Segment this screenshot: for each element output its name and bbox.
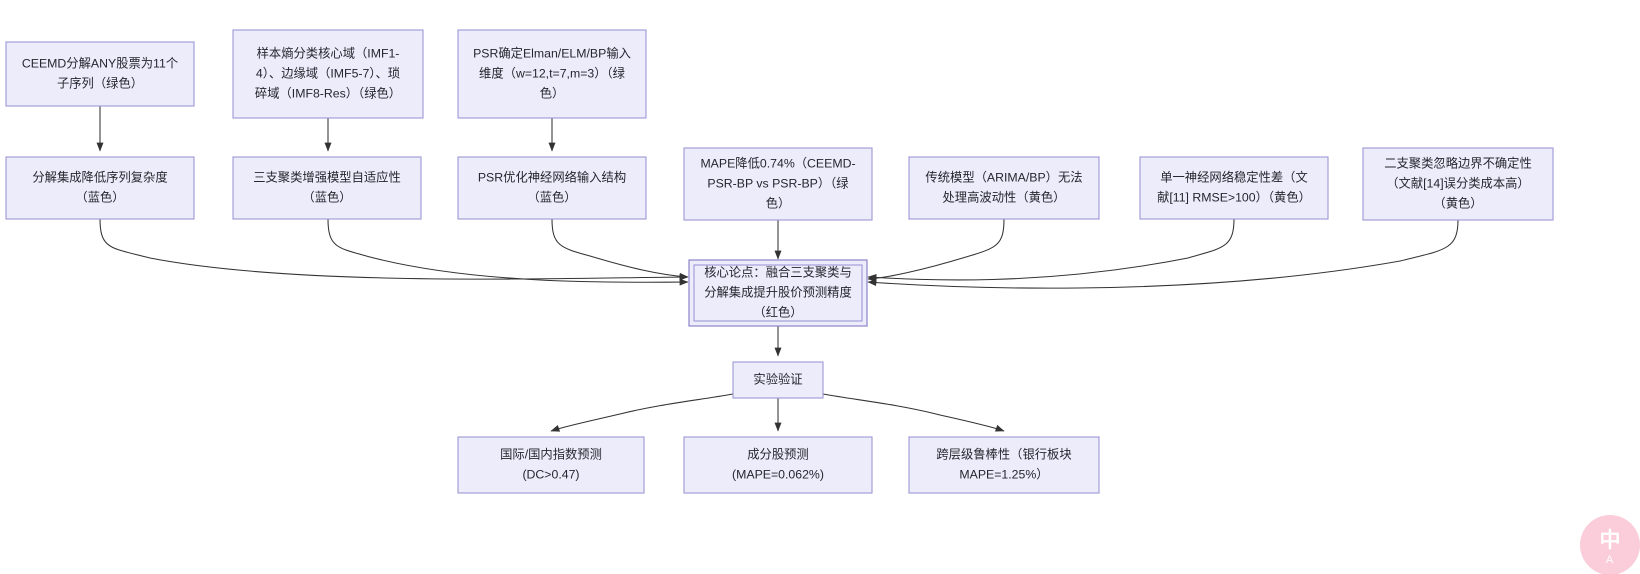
node-three-way-clustering-adaptive-box bbox=[232, 156, 422, 220]
node-sample-entropy-label-line-3: 碎域（IMF8-Res）（绿色） bbox=[255, 85, 401, 100]
node-traditional-model-limitation-box bbox=[908, 156, 1100, 220]
edge-n10-to-n11 bbox=[867, 219, 1459, 289]
node-decomp-reduce-complexity-box bbox=[5, 156, 195, 220]
node-constituent-stock-forecast-label-line-2: (MAPE=0.062%) bbox=[732, 467, 824, 481]
node-psr-optimize-structure-box bbox=[457, 156, 647, 220]
node-index-forecast-label-line-2: (DC>0.47) bbox=[522, 467, 579, 481]
watermark-subtext: A bbox=[1606, 554, 1614, 566]
node-experimental-validation-label-line-1: 实验验证 bbox=[753, 371, 802, 386]
node-mape-reduction-label-line-2: PSR-BP vs PSR-BP）（绿 bbox=[707, 175, 848, 190]
node-core-thesis-label-line-1: 核心论点：融合三支聚类与 bbox=[704, 264, 852, 279]
node-two-way-clustering-boundary-label-line-1: 二支聚类忽略边界不确定性 bbox=[1384, 155, 1532, 170]
node-core-thesis-label-line-3: （红色） bbox=[753, 304, 802, 319]
edge-n8-to-n11 bbox=[867, 218, 1005, 282]
node-two-way-clustering-boundary-label-line-2: （文献[14]误分类成本高） bbox=[1386, 175, 1529, 190]
edge-n9-to-n11 bbox=[867, 218, 1235, 281]
node-decomp-reduce-complexity[interactable]: 分解集成降低序列复杂度 （蓝色） bbox=[5, 156, 195, 220]
node-sample-entropy[interactable]: 样本熵分类核心域（IMF1- 4）、边缘域（IMF5-7）、琐碎域（IMF8-Re… bbox=[232, 29, 424, 119]
node-two-way-clustering-boundary[interactable]: 二支聚类忽略边界不确定性 （文献[14]误分类成本高） （黄色） bbox=[1362, 147, 1554, 221]
node-psr-input-dim-label-line-3: 色） bbox=[540, 86, 565, 100]
node-mape-reduction[interactable]: MAPE降低0.74%（CEEMD- PSR-BP vs PSR-BP）（绿色） bbox=[683, 147, 873, 221]
node-decomp-reduce-complexity-label-line-1: 分解集成降低序列复杂度 bbox=[32, 169, 167, 184]
node-index-forecast[interactable]: 国际/国内指数预测 (DC>0.47) bbox=[457, 436, 645, 494]
node-cross-level-robustness[interactable]: 跨层级鲁棒性（银行板块 MAPE=1.25%） bbox=[908, 436, 1100, 494]
node-decomp-reduce-complexity-label-line-2: （蓝色） bbox=[75, 190, 124, 204]
node-psr-optimize-structure-label-line-2: （蓝色） bbox=[527, 190, 576, 204]
node-psr-input-dim-label-line-1: PSR确定Elman/ELM/BP输入 bbox=[473, 45, 631, 60]
node-sample-entropy-box bbox=[232, 29, 424, 119]
node-constituent-stock-forecast[interactable]: 成分股预测 (MAPE=0.062%) bbox=[683, 436, 873, 494]
node-traditional-model-limitation-label-line-2: 处理高波动性（黄色） bbox=[943, 189, 1066, 204]
node-experimental-validation-box bbox=[732, 361, 824, 399]
edge-n12-to-n15 bbox=[822, 393, 1005, 432]
node-psr-input-dim-label-line-2: 维度（w=12,t=7,m=3）（绿 bbox=[479, 65, 625, 80]
node-experimental-validation[interactable]: 实验验证 bbox=[732, 361, 824, 399]
node-two-way-clustering-boundary-box bbox=[1362, 147, 1554, 221]
node-single-nn-instability-label-line-1: 单一神经网络稳定性差（文 bbox=[1160, 169, 1308, 184]
node-ceemd-decompose-label-line-1: CEEMD分解ANY股票为11个 bbox=[22, 56, 178, 70]
node-traditional-model-limitation-label-line-1: 传统模型（ARIMA/BP）无法 bbox=[925, 169, 1082, 184]
node-single-nn-instability-box bbox=[1139, 156, 1329, 220]
node-psr-optimize-structure-label-line-1: PSR优化神经网络输入结构 bbox=[478, 169, 626, 184]
node-single-nn-instability-label-line-2: 献[11] RMSE>100）（黄色） bbox=[1157, 189, 1311, 204]
node-psr-input-dim-box bbox=[457, 29, 647, 119]
node-sample-entropy-label-line-1: 样本熵分类核心域（IMF1- bbox=[257, 45, 400, 60]
node-core-thesis-label-line-2: 分解集成提升股价预测精度 bbox=[704, 284, 852, 299]
node-mape-reduction-label-line-3: 色） bbox=[766, 196, 791, 210]
node-single-nn-instability[interactable]: 单一神经网络稳定性差（文献[11] RMSE>100）（黄色） bbox=[1139, 156, 1329, 220]
node-ceemd-decompose-box bbox=[5, 41, 195, 107]
node-three-way-clustering-adaptive-label-line-1: 三支聚类增强模型自适应性 bbox=[253, 169, 401, 184]
node-mape-reduction-box bbox=[683, 147, 873, 221]
node-sample-entropy-label-line-2: 4）、边缘域（IMF5-7）、琐 bbox=[256, 65, 400, 80]
node-constituent-stock-forecast-label-line-1: 成分股预测 bbox=[747, 447, 809, 461]
node-cross-level-robustness-label-line-2: MAPE=1.25%） bbox=[959, 467, 1048, 481]
edges-layer bbox=[96, 106, 1459, 432]
node-cross-level-robustness-label-line-1: 跨层级鲁棒性（银行板块 bbox=[936, 447, 1071, 461]
node-index-forecast-box bbox=[457, 436, 645, 494]
watermark-glyph: 中 bbox=[1600, 529, 1621, 552]
node-cross-level-robustness-box bbox=[908, 436, 1100, 494]
edge-n12-to-n13 bbox=[550, 393, 734, 432]
node-index-forecast-label-line-1: 国际/国内指数预测 bbox=[500, 446, 602, 461]
node-psr-optimize-structure[interactable]: PSR优化神经网络输入结构 （蓝色） bbox=[457, 156, 647, 220]
watermark-circle bbox=[1580, 515, 1640, 574]
watermark-layer: 中A bbox=[1580, 515, 1640, 574]
edge-n6-to-n11 bbox=[551, 218, 689, 280]
node-three-way-clustering-adaptive[interactable]: 三支聚类增强模型自适应性 （蓝色） bbox=[232, 156, 422, 220]
node-core-thesis-inner-border bbox=[693, 264, 863, 322]
node-constituent-stock-forecast-box bbox=[683, 436, 873, 494]
node-core-thesis-outer-border bbox=[688, 259, 868, 327]
node-three-way-clustering-adaptive-label-line-2: （蓝色） bbox=[302, 190, 351, 204]
node-mape-reduction-label-line-1: MAPE降低0.74%（CEEMD- bbox=[700, 156, 855, 170]
edge-n5-to-n11 bbox=[327, 218, 689, 286]
node-two-way-clustering-boundary-label-line-3: （黄色） bbox=[1433, 196, 1482, 210]
edge-n4-to-n11 bbox=[99, 218, 689, 281]
node-ceemd-decompose-label-line-2: 子序列（绿色） bbox=[57, 75, 143, 90]
